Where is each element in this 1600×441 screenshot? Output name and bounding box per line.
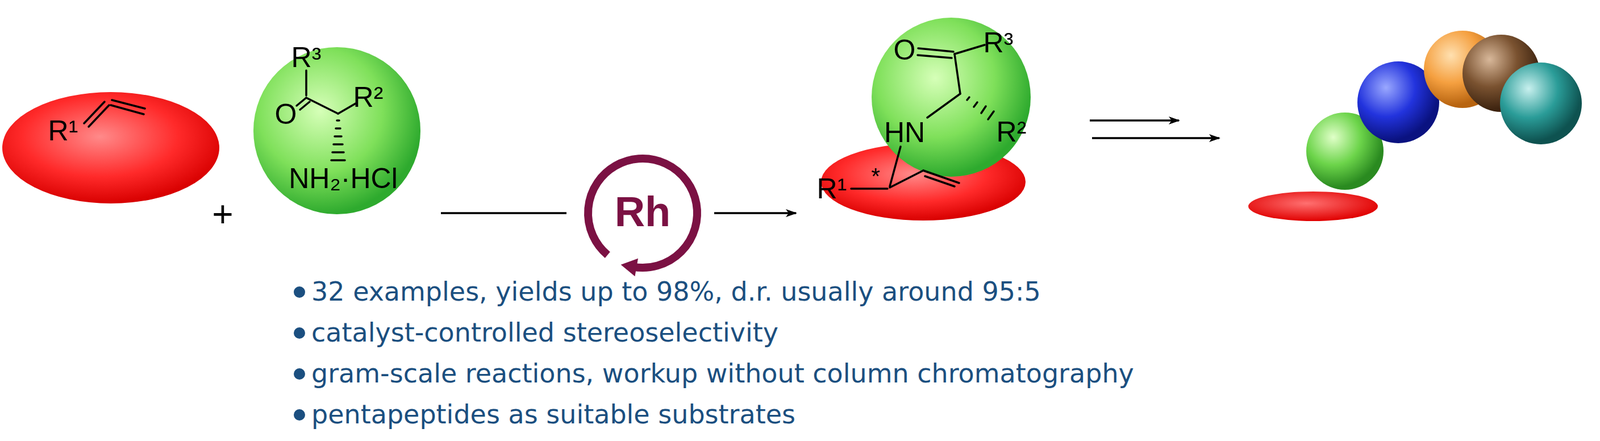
catalyst-cycle: Rh (581, 151, 704, 275)
red-bead (1248, 191, 1378, 222)
atom-label: NH₂·HCl (288, 164, 398, 193)
atom-label: R² (996, 117, 1027, 147)
reaction-arrow (440, 211, 567, 215)
catalyst-label: Rh (614, 190, 672, 233)
allene-ellipse-outline (2, 92, 220, 204)
atom-label: R¹ (48, 116, 79, 145)
plus-sign: + (211, 192, 233, 237)
reaction-arrow (714, 211, 797, 215)
atom-label: O (893, 35, 916, 65)
allene-ellipse: R¹ (2, 92, 220, 204)
feature-bullet: pentapeptides as suitable substrates (311, 398, 796, 431)
product-amino-acid-circle: O R³ HN R² (871, 17, 1031, 177)
feature-bullet: gram-scale reactions, workup without col… (311, 357, 1135, 390)
atom-label: R² (353, 82, 384, 112)
atom-label: O (275, 100, 298, 129)
feature-bullet: catalyst-controlled stereoselectivity (311, 317, 779, 349)
atom-label: R³ (291, 43, 322, 72)
amino-acid-circle: R³OR²NH₂·HCl (253, 47, 421, 215)
teal-bead (1500, 62, 1582, 145)
bullet-dots (293, 286, 306, 421)
atom-label: HN (884, 118, 925, 147)
multistep-arrow (1089, 119, 1179, 122)
feature-bullet: 32 examples, yields up to 98%, d.r. usua… (311, 276, 1041, 308)
atom-label: R¹ (817, 174, 848, 203)
atom-label: * (871, 164, 881, 188)
multistep-arrow (1092, 136, 1220, 140)
atom-label: R³ (983, 28, 1014, 57)
